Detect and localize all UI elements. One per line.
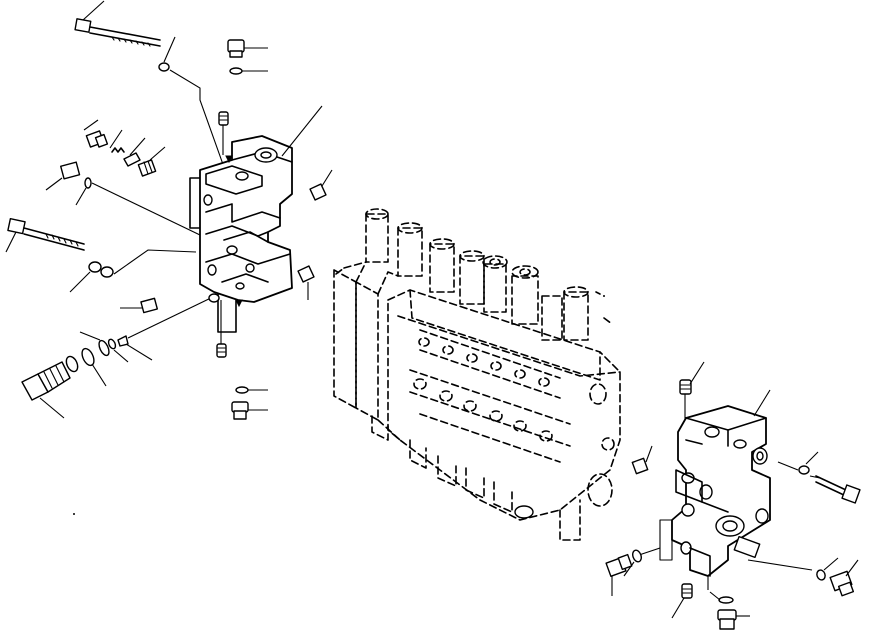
left-long-bolt-top	[74, 0, 161, 47]
left-plug-side	[137, 146, 166, 177]
left-plug-right-lower	[297, 265, 315, 300]
right-fitting-left	[605, 553, 633, 596]
left-bottom-plug	[216, 300, 227, 358]
left-valve-section	[189, 105, 323, 333]
right-oring-right	[816, 557, 839, 581]
right-side-plug	[631, 445, 653, 475]
right-bottom-fitting	[717, 609, 750, 630]
left-bottom-oring	[235, 386, 268, 394]
left-plug-lower	[120, 297, 159, 314]
left-oring-lower	[79, 331, 110, 357]
scan-marks	[73, 295, 605, 515]
left-poppet	[123, 137, 146, 167]
left-oring-side	[75, 177, 201, 236]
main-valve-assembly	[333, 208, 621, 541]
left-spring	[109, 129, 125, 153]
left-bottom-fitting	[231, 401, 268, 420]
left-relief-valve	[21, 355, 79, 419]
right-bottom-oring	[709, 591, 734, 604]
right-bolt	[809, 475, 861, 504]
left-plug-right	[309, 169, 333, 201]
left-small-poppet	[107, 338, 129, 363]
left-fitting	[83, 119, 109, 148]
right-fitting-right	[829, 559, 859, 597]
right-bottom-plug	[671, 583, 693, 619]
left-small-plug	[218, 111, 229, 155]
left-poppet-lower	[117, 295, 216, 361]
left-washer-top	[158, 36, 226, 171]
left-plug-top	[227, 39, 268, 58]
right-oring-left	[623, 549, 642, 577]
left-oring-top	[229, 67, 268, 75]
right-end-section	[635, 389, 813, 590]
left-washer-lower	[69, 249, 197, 293]
right-washer	[777, 451, 819, 475]
left-backup-ring	[81, 347, 107, 387]
left-plug-side-2	[45, 161, 81, 191]
left-long-bolt-lower	[5, 217, 85, 253]
right-top-plug	[679, 361, 705, 430]
